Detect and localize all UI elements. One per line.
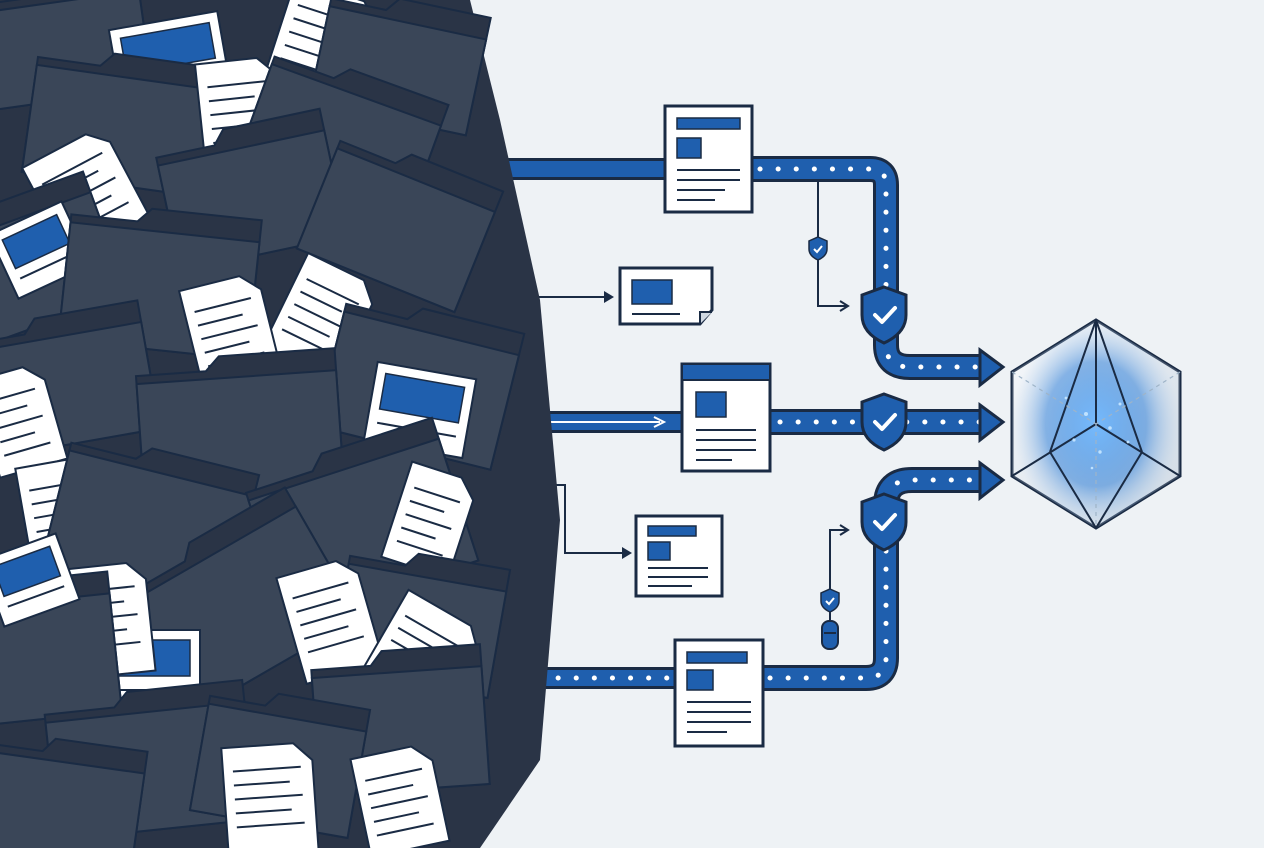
crystal-cube-icon <box>1010 318 1182 530</box>
document-icon <box>680 362 772 473</box>
image-card-icon <box>618 266 714 326</box>
shield-check-icon <box>820 588 840 613</box>
shield-check-icon <box>860 492 908 552</box>
shield-check-icon <box>860 285 908 345</box>
document-icon <box>663 104 754 214</box>
edge-doc1-target <box>752 156 1006 389</box>
document-icon <box>634 514 724 598</box>
edge-doc5-target <box>760 460 1006 691</box>
document-folder-pile-icon <box>0 0 560 848</box>
shield-check-icon <box>808 236 828 261</box>
document-icon <box>673 638 765 748</box>
padlock-icon <box>821 620 839 650</box>
shield-check-icon <box>860 392 908 452</box>
